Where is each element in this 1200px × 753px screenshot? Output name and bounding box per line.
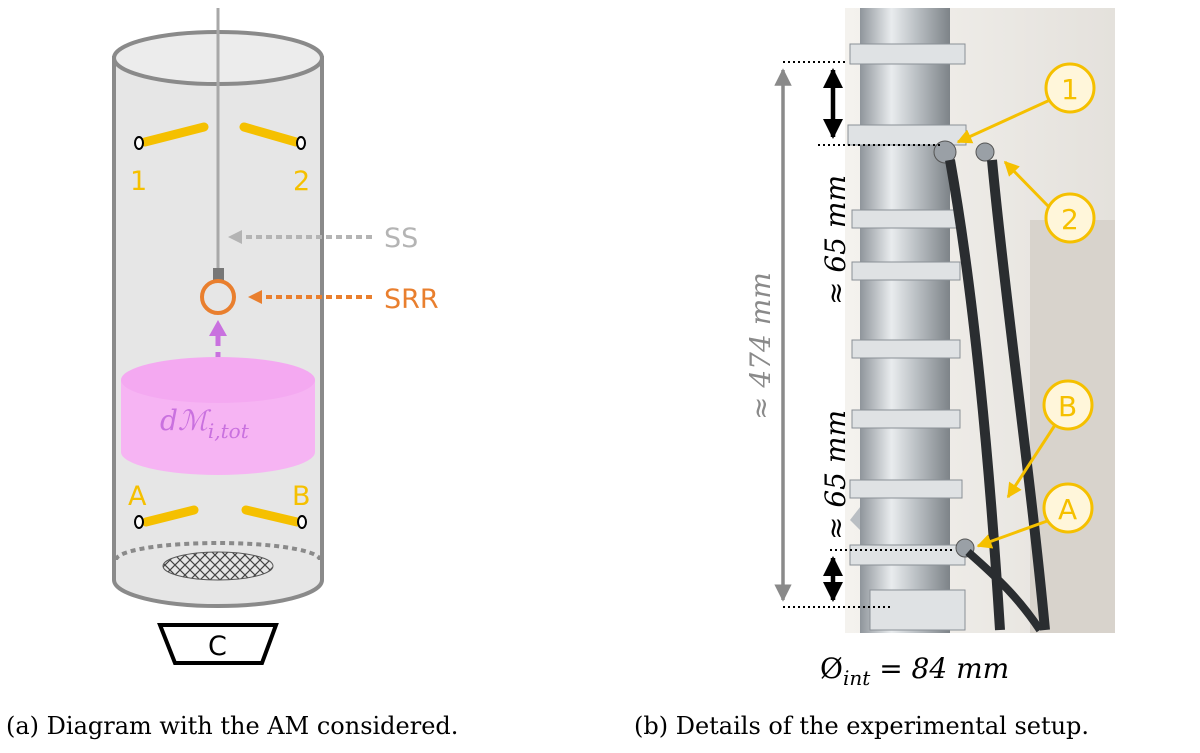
cable-a bbox=[965, 548, 1044, 633]
probe-label: SS bbox=[384, 223, 418, 254]
antenna-2-port bbox=[296, 136, 306, 150]
antenna-A-port bbox=[134, 515, 144, 529]
cable-2 bbox=[987, 159, 1050, 631]
volume-label: dℳi,tot bbox=[160, 404, 250, 443]
panel-b-photo: ≈ 474 mm ≈ 65 mm ≈ 65 mm 1 2 B A Øint = … bbox=[634, 8, 1115, 740]
lower-spacing-label: ≈ 65 mm bbox=[819, 410, 852, 540]
probe-arrowhead bbox=[228, 230, 242, 244]
antenna-1-port bbox=[134, 136, 144, 150]
port-2 bbox=[975, 142, 995, 162]
antenna-2 bbox=[239, 122, 301, 147]
diameter-label: Øint = 84 mm bbox=[820, 652, 1009, 690]
cable-1 bbox=[945, 159, 1005, 631]
callout-b bbox=[1042, 379, 1094, 431]
callout-b-pointer bbox=[1006, 424, 1057, 499]
upper-spacing-label: ≈ 65 mm bbox=[819, 175, 852, 305]
antenna-B bbox=[241, 505, 302, 527]
detector-label: C bbox=[208, 631, 227, 662]
volume-cylinder bbox=[121, 380, 315, 475]
callout-1-pointer bbox=[956, 98, 1051, 144]
antenna-label-A: A bbox=[128, 481, 147, 512]
caption-b: (b) Details of the experimental setup. bbox=[634, 712, 1089, 740]
callout-a bbox=[1042, 482, 1094, 534]
volume-arrowhead bbox=[209, 320, 227, 336]
setup-tube bbox=[860, 8, 950, 633]
antenna-label-2: 2 bbox=[293, 166, 310, 197]
detector-c bbox=[157, 623, 279, 665]
mesh-grid bbox=[162, 551, 274, 581]
callout-1 bbox=[1044, 62, 1096, 114]
callout-label-b: B bbox=[1058, 390, 1077, 423]
resonator-mount bbox=[213, 268, 224, 281]
port-1 bbox=[933, 140, 957, 164]
antenna-A bbox=[141, 505, 199, 527]
callout-2 bbox=[1044, 192, 1096, 244]
volume-top bbox=[121, 357, 315, 403]
caption-a: (a) Diagram with the AM considered. bbox=[6, 712, 458, 740]
panel-a-diagram: 1 2 SS SRR dℳi,tot A B C (a) bbox=[6, 8, 458, 740]
resonator-arrowhead bbox=[248, 290, 262, 304]
callout-label-2: 2 bbox=[1061, 203, 1079, 236]
total-length-label: ≈ 474 mm bbox=[744, 272, 777, 420]
antenna-label-1: 1 bbox=[130, 166, 147, 197]
resonator-ring bbox=[200, 279, 236, 315]
reference-lines bbox=[783, 61, 955, 608]
antenna-label-B: B bbox=[292, 481, 311, 512]
callout-2-pointer bbox=[1003, 160, 1052, 210]
callout-a-pointer bbox=[976, 518, 1051, 549]
callout-label-1: 1 bbox=[1061, 73, 1079, 106]
callout-label-a: A bbox=[1058, 493, 1077, 526]
resonator-label: SRR bbox=[384, 284, 439, 315]
antenna-B-port bbox=[297, 515, 307, 529]
antenna-1 bbox=[140, 122, 209, 147]
